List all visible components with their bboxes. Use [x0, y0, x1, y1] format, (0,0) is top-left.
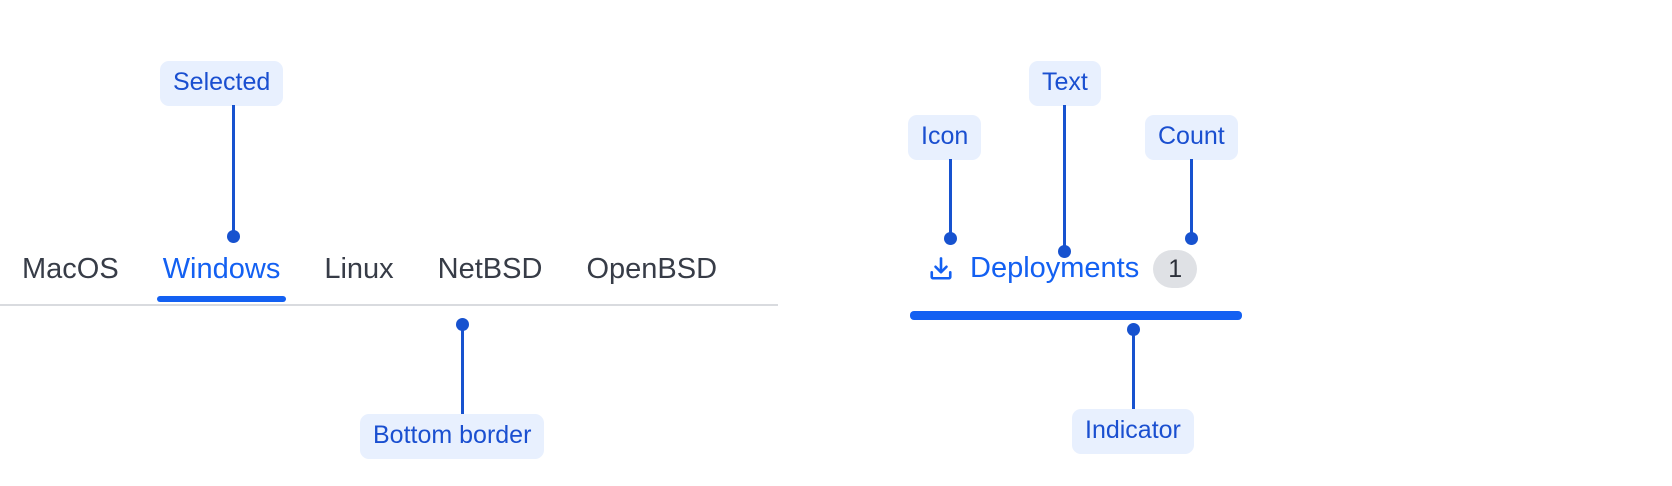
callout-selected: Selected: [160, 61, 284, 106]
leader-line-bottom-border: [461, 324, 464, 416]
tab-windows-underline: [156, 295, 287, 302]
leader-line-count: [1190, 159, 1193, 237]
tab-openbsd[interactable]: OpenBSD: [564, 248, 739, 302]
tab-openbsd-label: OpenBSD: [586, 253, 718, 285]
right-tabbar: Deployments 1: [908, 246, 1215, 302]
leader-line-icon: [949, 159, 952, 237]
leader-dot-text: [1058, 245, 1071, 258]
leader-dot-icon: [944, 232, 957, 245]
tab-linux[interactable]: Linux: [302, 248, 415, 302]
callout-bottom-border: Bottom border: [360, 414, 545, 459]
tab-deployments-label: Deployments: [970, 252, 1140, 285]
leader-line-selected: [232, 105, 235, 235]
tabbar-bottom-border: [0, 304, 778, 306]
callout-count: Count: [1145, 115, 1238, 160]
tab-list: MacOS Windows Linux NetBSD OpenBSD: [0, 248, 778, 302]
tab-netbsd[interactable]: NetBSD: [416, 248, 565, 302]
callout-text: Text: [1029, 61, 1101, 106]
tab-windows-label: Windows: [162, 253, 281, 285]
leader-line-indicator: [1132, 329, 1135, 410]
download-icon: [926, 254, 956, 284]
leader-dot-selected: [227, 230, 240, 243]
tab-netbsd-label: NetBSD: [437, 253, 543, 285]
callout-icon: Icon: [908, 115, 982, 160]
tab-macos-label: MacOS: [22, 253, 119, 285]
leader-dot-count: [1185, 232, 1198, 245]
tab-deployments[interactable]: Deployments 1: [908, 246, 1215, 302]
tab-deployments-indicator: [910, 311, 1242, 320]
tab-macos[interactable]: MacOS: [0, 248, 141, 302]
left-tabbar: MacOS Windows Linux NetBSD OpenBSD: [0, 248, 778, 302]
leader-line-text: [1063, 105, 1066, 250]
tab-windows[interactable]: Windows: [141, 248, 303, 302]
tab-deployments-count-badge: 1: [1153, 250, 1198, 288]
callout-indicator: Indicator: [1072, 409, 1194, 454]
tab-linux-label: Linux: [324, 253, 394, 285]
